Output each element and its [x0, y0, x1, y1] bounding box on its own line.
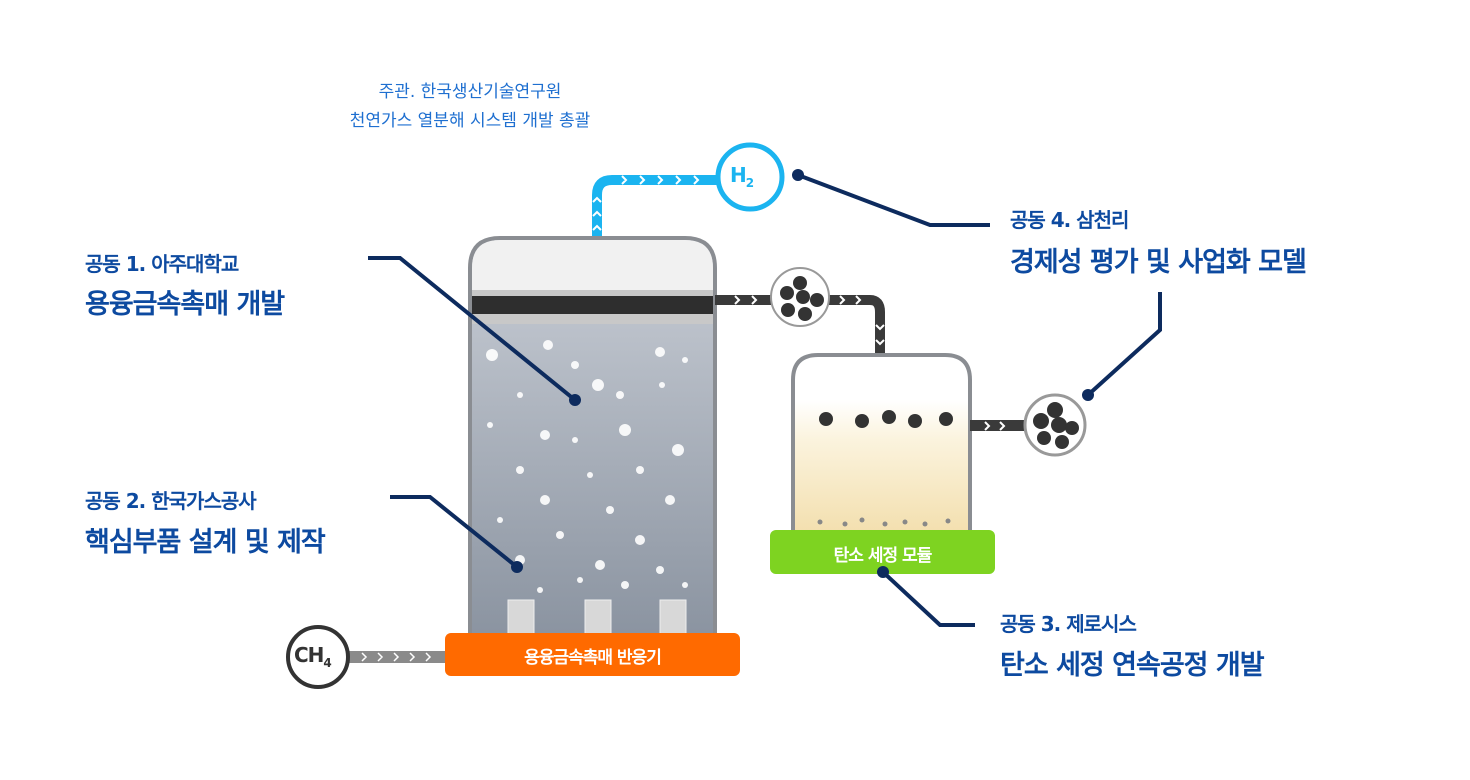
- leader-dot: [792, 169, 804, 181]
- leader-dot: [511, 561, 523, 573]
- partner-3-subtitle: 탄소 세정 연속공정 개발: [1000, 650, 1265, 681]
- cleaning-module-tank: [791, 353, 972, 537]
- h2-pipe: [592, 175, 718, 237]
- leader-dot: [569, 394, 581, 406]
- header-line-1: 주관. 한국생산기술연구원: [378, 82, 562, 102]
- partner-4-subtitle: 경제성 평가 및 사업화 모델: [1010, 247, 1307, 278]
- ch4-pipe: [345, 651, 450, 663]
- output-pipe: [970, 420, 1028, 431]
- leader-dot: [877, 566, 889, 578]
- partner-4-title: 공동 4. 삼천리: [1010, 208, 1129, 232]
- gas-nozzles: [507, 599, 687, 635]
- ch4-label: CH4: [294, 643, 332, 670]
- partner-2-subtitle: 핵심부품 설계 및 제작: [85, 527, 326, 558]
- carbon-pipe: [715, 295, 885, 356]
- h2-icon: [715, 142, 785, 212]
- module-label: 탄소 세정 모듈: [833, 546, 933, 566]
- reactor-tank: [468, 236, 717, 642]
- leader-dot: [1082, 389, 1094, 401]
- reactor-base-bar: [445, 633, 740, 676]
- reactor-label: 용융금속촉매 반응기: [524, 648, 662, 668]
- catalyst-layer: [472, 296, 713, 314]
- leader-line-3: [881, 570, 975, 627]
- clean-carbon-icon: [1023, 393, 1087, 457]
- leader-line-4b: [1086, 292, 1162, 397]
- partner-1-title: 공동 1. 아주대학교: [85, 252, 239, 276]
- leader-line-1: [368, 256, 577, 402]
- h2-label: H2: [730, 163, 754, 190]
- bubbles: [486, 340, 688, 593]
- partner-1-subtitle: 용융금속촉매 개발: [85, 289, 285, 320]
- partner-3-title: 공동 3. 제로시스: [1000, 612, 1137, 636]
- module-base-bar: [770, 530, 995, 574]
- leader-line-2: [390, 495, 519, 569]
- partner-2-title: 공동 2. 한국가스공사: [85, 489, 257, 513]
- header-line-2: 천연가스 열분해 시스템 개발 총괄: [349, 111, 591, 131]
- ch4-icon: [286, 625, 350, 689]
- carbon-particles-icon: [770, 267, 830, 327]
- leader-line-4: [797, 173, 990, 227]
